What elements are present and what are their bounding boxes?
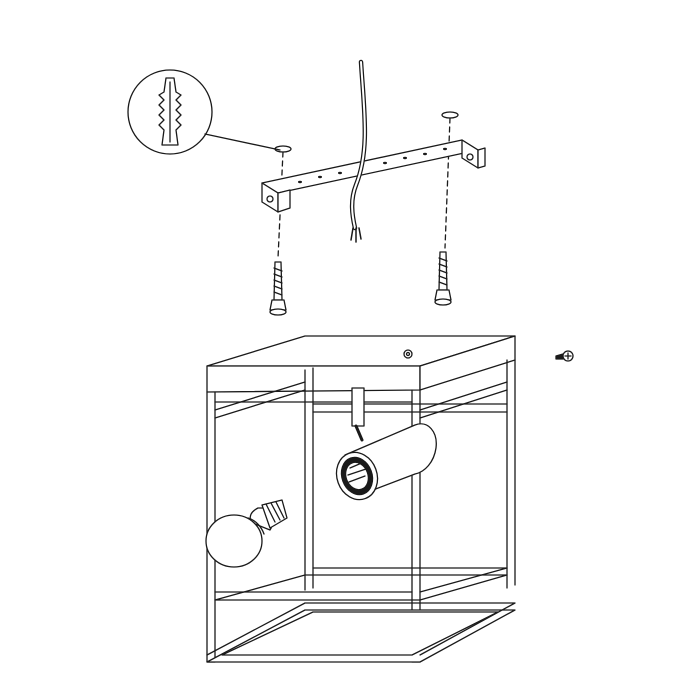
- mounting-bracket: [262, 140, 485, 212]
- wall-screw-right: [435, 252, 451, 305]
- ceiling-lamp-frame: [207, 336, 515, 662]
- small-screw: [556, 351, 573, 361]
- drill-hole-marks: [275, 112, 458, 258]
- power-cable: [351, 62, 365, 242]
- wall-plug-detail-callout: [128, 70, 280, 154]
- wall-screw-left: [270, 262, 286, 315]
- spotlight-socket: [330, 388, 436, 505]
- light-bulb: [206, 500, 287, 567]
